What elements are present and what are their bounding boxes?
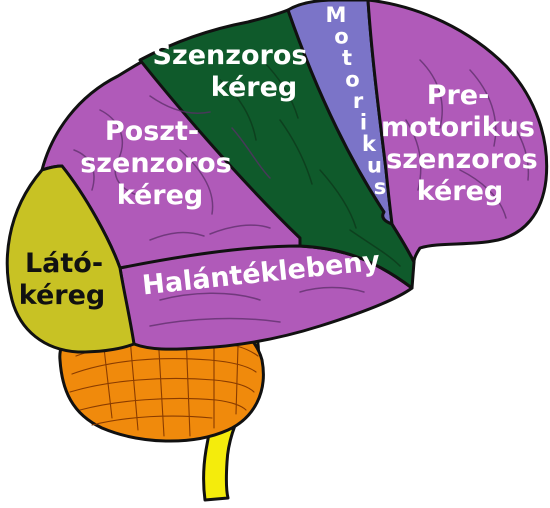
motor-label-letter: s	[374, 175, 387, 199]
postsensory-label-line3: kéreg	[117, 180, 204, 211]
premotor-label-line4: kéreg	[417, 176, 504, 207]
motor-label-letter: t	[342, 46, 352, 70]
visual-label-line1: Látó-	[25, 248, 103, 279]
somatosensory-label-line1: Szenzoros	[153, 40, 308, 71]
premotor-label-line2: motorikus	[381, 112, 535, 143]
motor-label-letter: r	[353, 89, 364, 113]
motor-label-letter: o	[334, 25, 348, 49]
motor-label-letter: o	[345, 68, 359, 92]
premotor-label-line1: Pre-	[427, 80, 490, 111]
motor-label-letter: u	[367, 154, 382, 178]
motor-label-letter: M	[326, 3, 347, 27]
postsensory-label-line2: szenzoros	[80, 148, 232, 179]
motor-label-letter: k	[362, 132, 377, 156]
motor-label-letter: i	[360, 111, 367, 135]
visual-label-line2: kéreg	[19, 280, 106, 311]
premotor-label-line3: szenzoros	[386, 144, 538, 175]
postsensory-label-line1: Poszt-	[105, 116, 199, 147]
somatosensory-label-line2: kéreg	[211, 72, 298, 103]
